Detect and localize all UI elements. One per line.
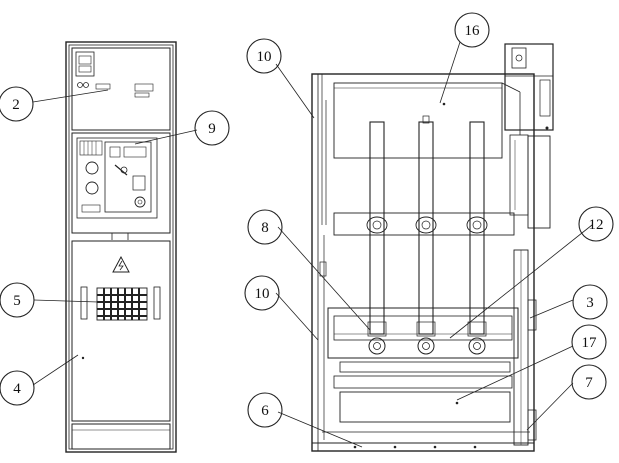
svg-text:3: 3: [586, 295, 594, 311]
bottom-plate: [322, 391, 530, 449]
cabinet-base: [71, 423, 171, 450]
svg-text:17: 17: [582, 335, 598, 351]
svg-text:8: 8: [261, 220, 269, 236]
cabinet-front-view: [65, 41, 177, 453]
callout-17: 17: [571, 324, 607, 360]
bushing-1: [366, 121, 388, 335]
callout-4: 4: [0, 370, 35, 406]
svg-text:9: 9: [208, 121, 216, 137]
busbar-compartment: [333, 82, 521, 159]
svg-text:6: 6: [261, 403, 269, 419]
bushing-3: [466, 121, 488, 335]
cable-compartment-door: [71, 240, 171, 422]
callout-8: 8: [247, 209, 283, 245]
svg-text:5: 5: [13, 293, 21, 309]
breaker-compartment: [71, 132, 171, 240]
svg-text:16: 16: [465, 23, 481, 39]
svg-text:10: 10: [255, 286, 270, 302]
inspection-window-grid: [96, 287, 148, 321]
svg-text:10: 10: [257, 49, 272, 65]
callout-3: 3: [572, 284, 608, 320]
callout-10-bottom: 10: [244, 275, 280, 311]
callout-12: 12: [578, 206, 614, 242]
callout-9: 9: [194, 110, 230, 146]
callout-7: 7: [571, 364, 607, 400]
svg-text:4: 4: [13, 381, 21, 397]
callout-16: 16: [454, 12, 490, 48]
callout-10-top: 10: [246, 38, 282, 74]
svg-text:2: 2: [12, 97, 20, 113]
low-voltage-compartment: [71, 47, 171, 131]
svg-text:7: 7: [585, 375, 593, 391]
callout-6: 6: [247, 392, 283, 428]
callout-2: 2: [0, 86, 34, 122]
cabinet-section-view: [311, 43, 554, 452]
top-lv-box: [504, 43, 554, 131]
leader-lines: [32, 41, 593, 448]
bushing-2: [415, 115, 437, 335]
svg-text:12: 12: [589, 217, 604, 233]
callout-5: 5: [0, 282, 35, 318]
current-transformer-assembly: [327, 307, 519, 389]
